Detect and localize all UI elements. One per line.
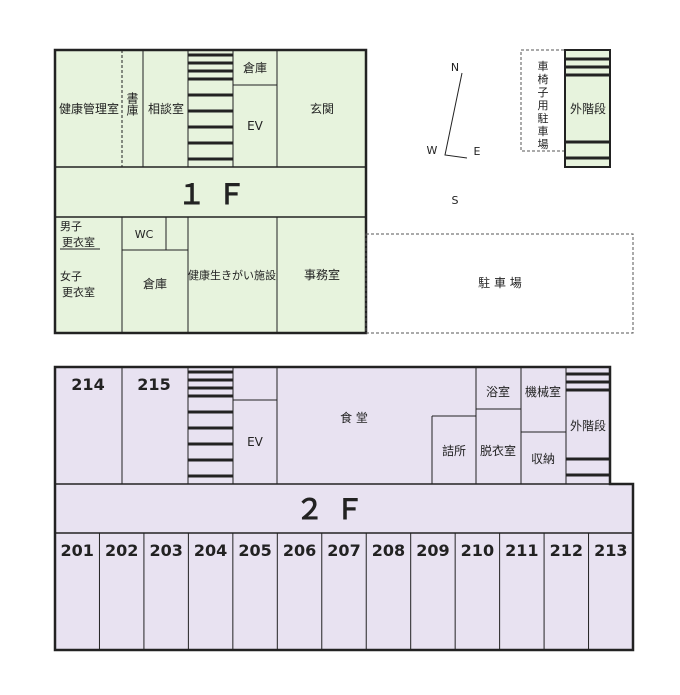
room-male: 男子 [60,220,82,233]
parking-label: 駐 車 場 [478,275,522,290]
compass-west: W [427,144,438,157]
room-machine: 機械室 [525,384,561,399]
room-ev-2f: EV [247,435,264,449]
room-library: 書庫 [125,92,139,117]
room-208: 208 [372,541,405,560]
room-dining: 食 堂 [340,410,368,425]
room-204: 204 [194,541,227,560]
outside-stairs-1f-label: 外階段 [570,101,606,116]
outside-stairs-2f [566,372,610,477]
floor1-label: １ Ｆ [178,178,247,211]
room-storage-top: 倉庫 [243,60,267,75]
wheelchair-parking-char: 車 [538,59,549,73]
floor1-outline [53,48,368,335]
room-outside-stairs-2f: 外階段 [570,418,606,433]
compass-north: N [451,61,459,74]
room-health-facility: 健康生きがい施設 [188,268,276,282]
room-station: 詰所 [442,443,466,458]
floor1-plan: 健康管理室 書庫 相談室 倉庫 EV 玄関 １ Ｆ 男子 更衣室 WC 女子 更… [53,48,368,335]
wheelchair-parking-char: 場 [538,138,549,151]
floor2-stairs [188,370,233,478]
floor2-plan: 214 215 EV 食 堂 浴室 機械室 外階段 詰所 脱衣室 収納 ２ Ｆ … [53,365,635,652]
wheelchair-parking-char: 用 [538,99,549,112]
room-213: 213 [594,541,627,560]
room-212: 212 [550,541,583,560]
room-210: 210 [461,541,494,560]
room-bath: 浴室 [486,384,510,399]
room-203: 203 [149,541,182,560]
room-206: 206 [283,541,316,560]
room-office: 事務室 [304,267,340,282]
floor1-stairs [188,53,233,161]
room-changing: 脱衣室 [480,443,516,458]
room-entrance: 玄関 [310,101,334,116]
wheelchair-parking: 車 椅 子 用 駐 車 場 [520,49,566,152]
outside-stairs-1f: 外階段 [564,49,611,168]
room-wc: WC [135,228,154,241]
compass-east: E [474,145,481,158]
wheelchair-parking-char: 車 [538,124,549,138]
room-storage-2f: 収納 [531,452,555,466]
room-202: 202 [105,541,138,560]
room-205: 205 [238,541,271,560]
room-215: 215 [137,375,170,394]
room-214: 214 [71,375,104,394]
parking-lot: 駐 車 場 [365,233,634,334]
room-consult: 相談室 [148,101,184,116]
room-health-admin: 健康管理室 [59,101,119,116]
room-female: 女子 [60,269,82,283]
room-female-changing: 更衣室 [62,285,95,299]
room-ev-1f: EV [247,119,264,133]
wheelchair-parking-char: 椅 [538,72,549,86]
room-207: 207 [327,541,360,560]
room-storage-bottom: 倉庫 [143,276,167,291]
wheelchair-parking-char: 子 [538,86,549,99]
compass-south: S [452,194,459,207]
room-209: 209 [416,541,449,560]
room-201: 201 [61,541,94,560]
room-211: 211 [505,541,538,560]
bottom-rooms: 201 202 203 204 205 206 207 208 209 210 211 212 213 [61,533,627,650]
compass: N W E S [427,61,481,207]
room-male-changing: 更衣室 [62,235,95,249]
wheelchair-parking-char: 駐 [538,111,549,125]
floor2-label: ２ Ｆ [296,493,365,526]
